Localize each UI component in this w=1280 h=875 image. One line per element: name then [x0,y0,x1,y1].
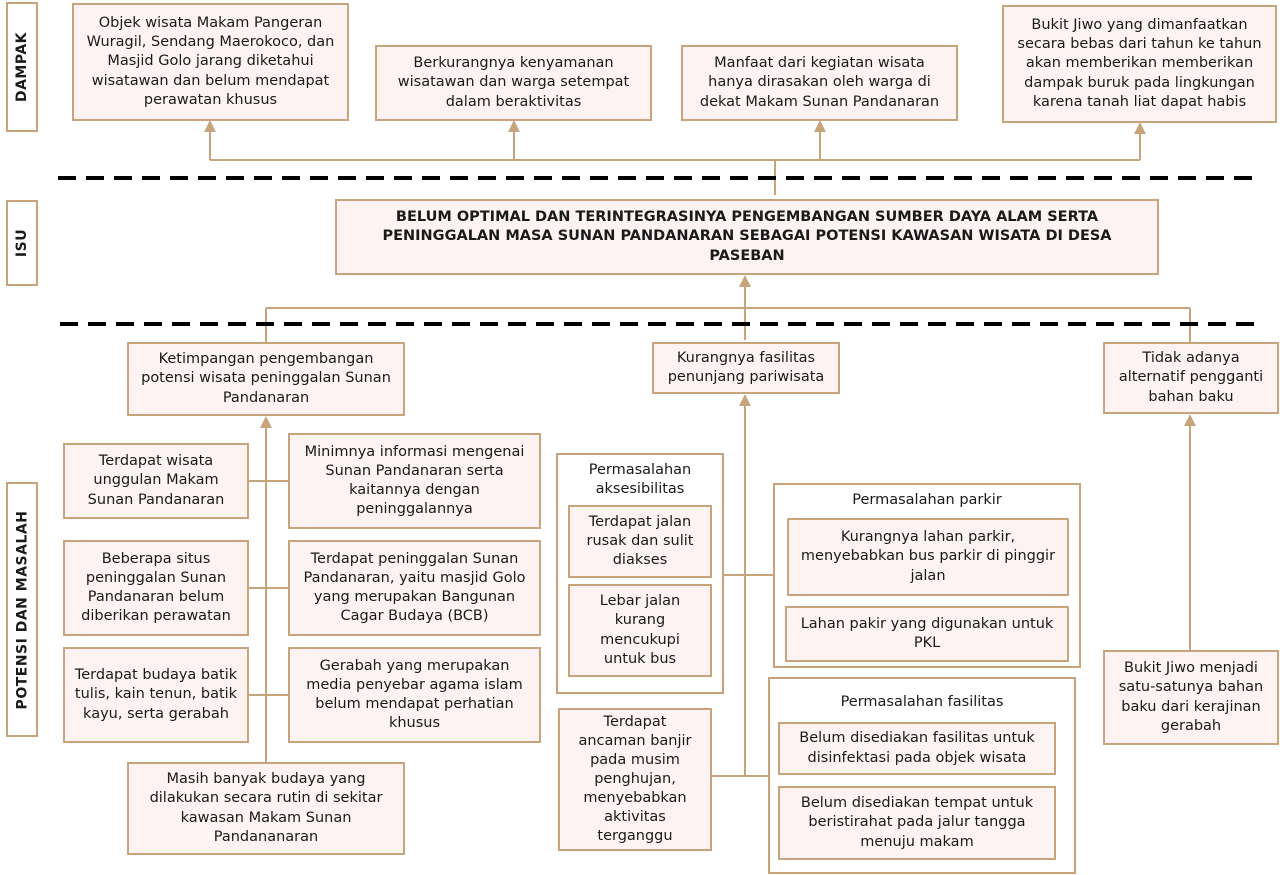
left-masalah-box-2: Terdapat peninggalan Sunan Pandanaran, y… [288,540,541,636]
dampak-box-2: Berkurangnya kenyamanan wisatawan dan wa… [375,45,652,121]
arrow-head [739,394,751,406]
group-title: Permasalahan fasilitas [840,694,1004,710]
masalah-box-2: Kurangnya fasilitas penunjang pariwisata [652,342,840,394]
arrow-head [508,120,520,132]
arrow-head [1184,414,1196,426]
right-potensi-box: Bukit Jiwo menjadi satu-satunya bahan ba… [1103,650,1279,745]
arrow-head [204,120,216,132]
arrow-head [1134,122,1146,134]
masalah-box-3: Tidak adanya alternatif pengganti bahan … [1103,342,1279,414]
section-label-isu: ISU [6,200,38,286]
left-bottom-box: Masih banyak budaya yang dilakukan secar… [127,762,405,855]
left-masalah-box-1: Minimnya informasi mengenai Sunan Pandan… [288,433,541,529]
banjir-box: Terdapat ancaman banjir pada musim pengh… [558,708,712,851]
dampak-box-4: Bukit Jiwo yang dimanfaatkan secara beba… [1002,5,1277,123]
masalah-box-1: Ketimpangan pengembangan potensi wisata … [127,342,405,416]
section-label-text: POTENSI DAN MASALAH [14,510,30,709]
parkir-item-1: Kurangnya lahan parkir, menyebabkan bus … [787,518,1069,596]
fasilitas-item-1: Belum disediakan fasilitas untuk disinfe… [778,722,1056,775]
arrow-head [739,275,751,287]
isu-box: BELUM OPTIMAL DAN TERINTEGRASINYA PENGEM… [335,199,1159,275]
dampak-box-1: Objek wisata Makam Pangeran Wuragil, Sen… [72,3,349,121]
left-masalah-box-3: Gerabah yang merupakan media penyebar ag… [288,647,541,743]
section-label-text: ISU [14,228,31,258]
fasilitas-item-2: Belum disediakan tempat untuk beristirah… [778,786,1056,860]
arrow-head [814,120,826,132]
potensi-box-1: Terdapat wisata unggulan Makam Sunan Pan… [63,443,249,519]
potensi-box-3: Terdapat budaya batik tulis, kain tenun,… [63,647,249,743]
arrow-head [260,416,272,428]
section-label-text: DAMPAK [14,31,31,103]
aksesibilitas-item-2: Lebar jalan kurang mencukupi untuk bus [568,584,712,677]
section-label-potensi-masalah: POTENSI DAN MASALAH [6,482,38,737]
group-title: Permasalahan parkir [852,492,1002,508]
section-label-dampak: DAMPAK [6,2,38,132]
dampak-box-3: Manfaat dari kegiatan wisata hanya diras… [681,45,958,121]
aksesibilitas-item-1: Terdapat jalan rusak dan sulit diakses [568,505,712,578]
potensi-box-2: Beberapa situs peninggalan Sunan Pandana… [63,540,249,636]
parkir-item-2: Lahan pakir yang digunakan untuk PKL [785,606,1069,662]
group-title: Permasalahan aksesibilitas [588,462,692,498]
